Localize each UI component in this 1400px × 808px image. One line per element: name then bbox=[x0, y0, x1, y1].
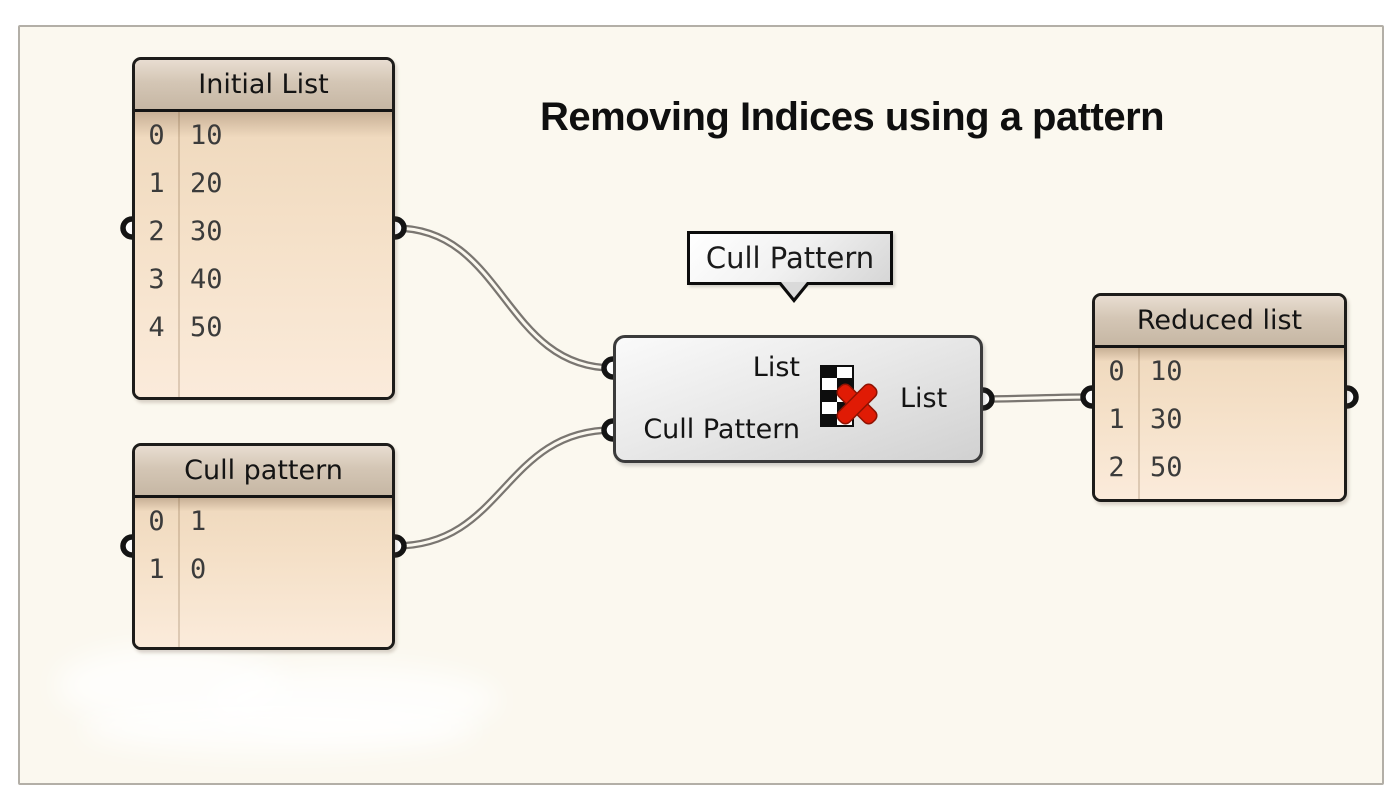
row-value: 0 bbox=[190, 554, 207, 585]
panel-divider bbox=[135, 109, 392, 112]
canvas-title[interactable]: Removing Indices using a pattern bbox=[540, 95, 1165, 139]
row-index: 1 bbox=[1108, 404, 1125, 435]
panel-rows: 0 10 1 20 2 30 3 40 4 50 bbox=[135, 112, 392, 352]
panel-title: Initial List bbox=[135, 60, 392, 109]
wire-initial-to-component-inner bbox=[394, 226, 614, 370]
panel-row: 1 30 bbox=[1095, 396, 1344, 444]
component-tooltip: Cull Pattern bbox=[687, 231, 893, 303]
row-index: 4 bbox=[148, 312, 165, 343]
row-index: 2 bbox=[1108, 452, 1125, 483]
index-column-separator bbox=[178, 498, 180, 647]
panel-body: 0 10 1 30 2 50 bbox=[1095, 348, 1344, 499]
row-index: 3 bbox=[148, 264, 165, 295]
row-value: 20 bbox=[190, 168, 223, 199]
row-value: 50 bbox=[1150, 452, 1183, 483]
cull-pattern-icon bbox=[820, 365, 878, 427]
index-column-separator bbox=[1138, 348, 1140, 499]
row-value: 30 bbox=[1150, 404, 1183, 435]
panel-reduced-list[interactable]: Reduced list 0 10 1 30 2 50 bbox=[1092, 293, 1347, 502]
row-value: 50 bbox=[190, 312, 223, 343]
row-index: 0 bbox=[148, 506, 165, 537]
component-input-cull-pattern-label: Cull Pattern bbox=[643, 414, 800, 445]
tooltip-label: Cull Pattern bbox=[687, 231, 893, 285]
panel-row: 2 50 bbox=[1095, 444, 1344, 492]
row-value: 40 bbox=[190, 264, 223, 295]
panel-body: 0 10 1 20 2 30 3 40 4 50 bbox=[135, 112, 392, 397]
panel-divider bbox=[135, 495, 392, 498]
panel-divider bbox=[1095, 345, 1344, 348]
row-index: 1 bbox=[148, 554, 165, 585]
row-index: 1 bbox=[148, 168, 165, 199]
row-index: 0 bbox=[1108, 356, 1125, 387]
panel-title: Reduced list bbox=[1095, 296, 1344, 345]
panel-initial-list[interactable]: Initial List 0 10 1 20 2 30 3 40 4 50 bbox=[132, 57, 395, 400]
panel-row: 0 10 bbox=[135, 112, 392, 160]
panel-row: 3 40 bbox=[135, 256, 392, 304]
wire-cullpanel-to-component-inner bbox=[394, 428, 614, 548]
row-index: 0 bbox=[148, 120, 165, 151]
row-value: 10 bbox=[1150, 356, 1183, 387]
row-value: 10 bbox=[190, 120, 223, 151]
index-column-separator bbox=[178, 112, 180, 397]
cull-pattern-component[interactable]: List Cull Pattern List bbox=[613, 335, 983, 463]
red-x-icon bbox=[836, 383, 878, 425]
panel-rows: 0 10 1 30 2 50 bbox=[1095, 348, 1344, 492]
panel-row: 1 20 bbox=[135, 160, 392, 208]
panel-row: 0 10 bbox=[1095, 348, 1344, 396]
panel-row: 4 50 bbox=[135, 304, 392, 352]
panel-title: Cull pattern bbox=[135, 446, 392, 495]
row-value: 1 bbox=[190, 506, 207, 537]
component-output-list-label: List bbox=[900, 383, 948, 414]
tooltip-tail-fill bbox=[781, 282, 807, 298]
panel-row: 2 30 bbox=[135, 208, 392, 256]
canvas-smudge bbox=[80, 700, 480, 755]
row-value: 30 bbox=[190, 216, 223, 247]
component-input-list-label: List bbox=[752, 352, 800, 383]
row-index: 2 bbox=[148, 216, 165, 247]
